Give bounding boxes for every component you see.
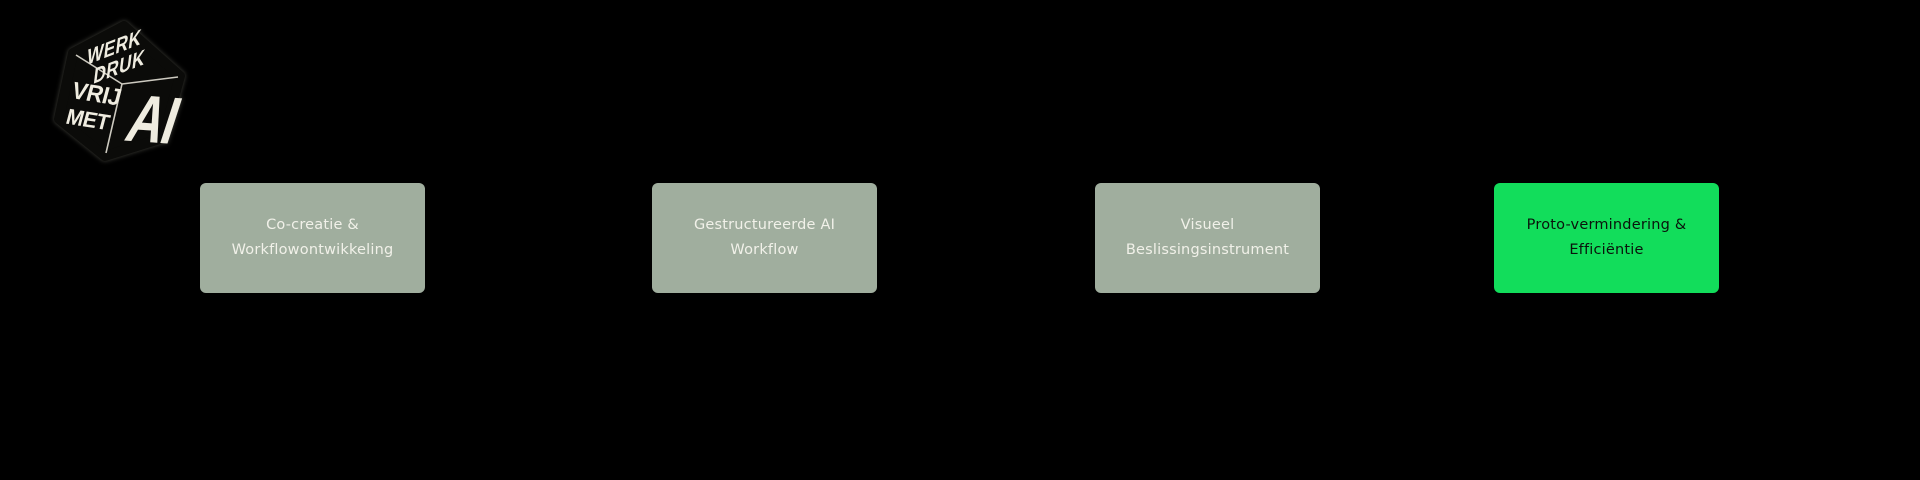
cube-inner-edges [75, 54, 179, 154]
flow-step-label-line: Co-creatie & [266, 217, 359, 233]
flow-step-label-line: Workflowontwikkeling [231, 242, 394, 258]
flow-step-gestructureerde-ai-workflow[interactable]: Gestructureerde AI Workflow [652, 183, 877, 293]
flow-step-label-line: Beslissingsinstrument [1125, 242, 1290, 258]
flow-step-label-line: Efficiëntie [1569, 242, 1644, 258]
cube-silhouette [54, 21, 185, 161]
flow-step-proto-vermindering-efficientie[interactable]: Proto-vermindering & Efficiëntie [1494, 183, 1719, 293]
flow-step-label-line: Proto-vermindering & [1526, 217, 1687, 233]
flow-step-visueel-beslissingsinstrument[interactable]: Visueel Beslissingsinstrument [1095, 183, 1320, 293]
flow-step-label-line: Gestructureerde AI [693, 217, 836, 233]
cube-logo-icon: WERK DRUK VRIJ MET AI [54, 21, 188, 161]
cube-left-face-text: VRIJ MET [63, 77, 124, 135]
flow-step-co-creatie[interactable]: Co-creatie & Workflowontwikkeling [200, 183, 425, 293]
flow-step-label-line: Workflow [730, 242, 799, 258]
werkdrukvrij-met-ai-logo: WERK DRUK VRIJ MET AI [40, 16, 190, 164]
flow-step-label-line: Visueel [1180, 217, 1235, 233]
